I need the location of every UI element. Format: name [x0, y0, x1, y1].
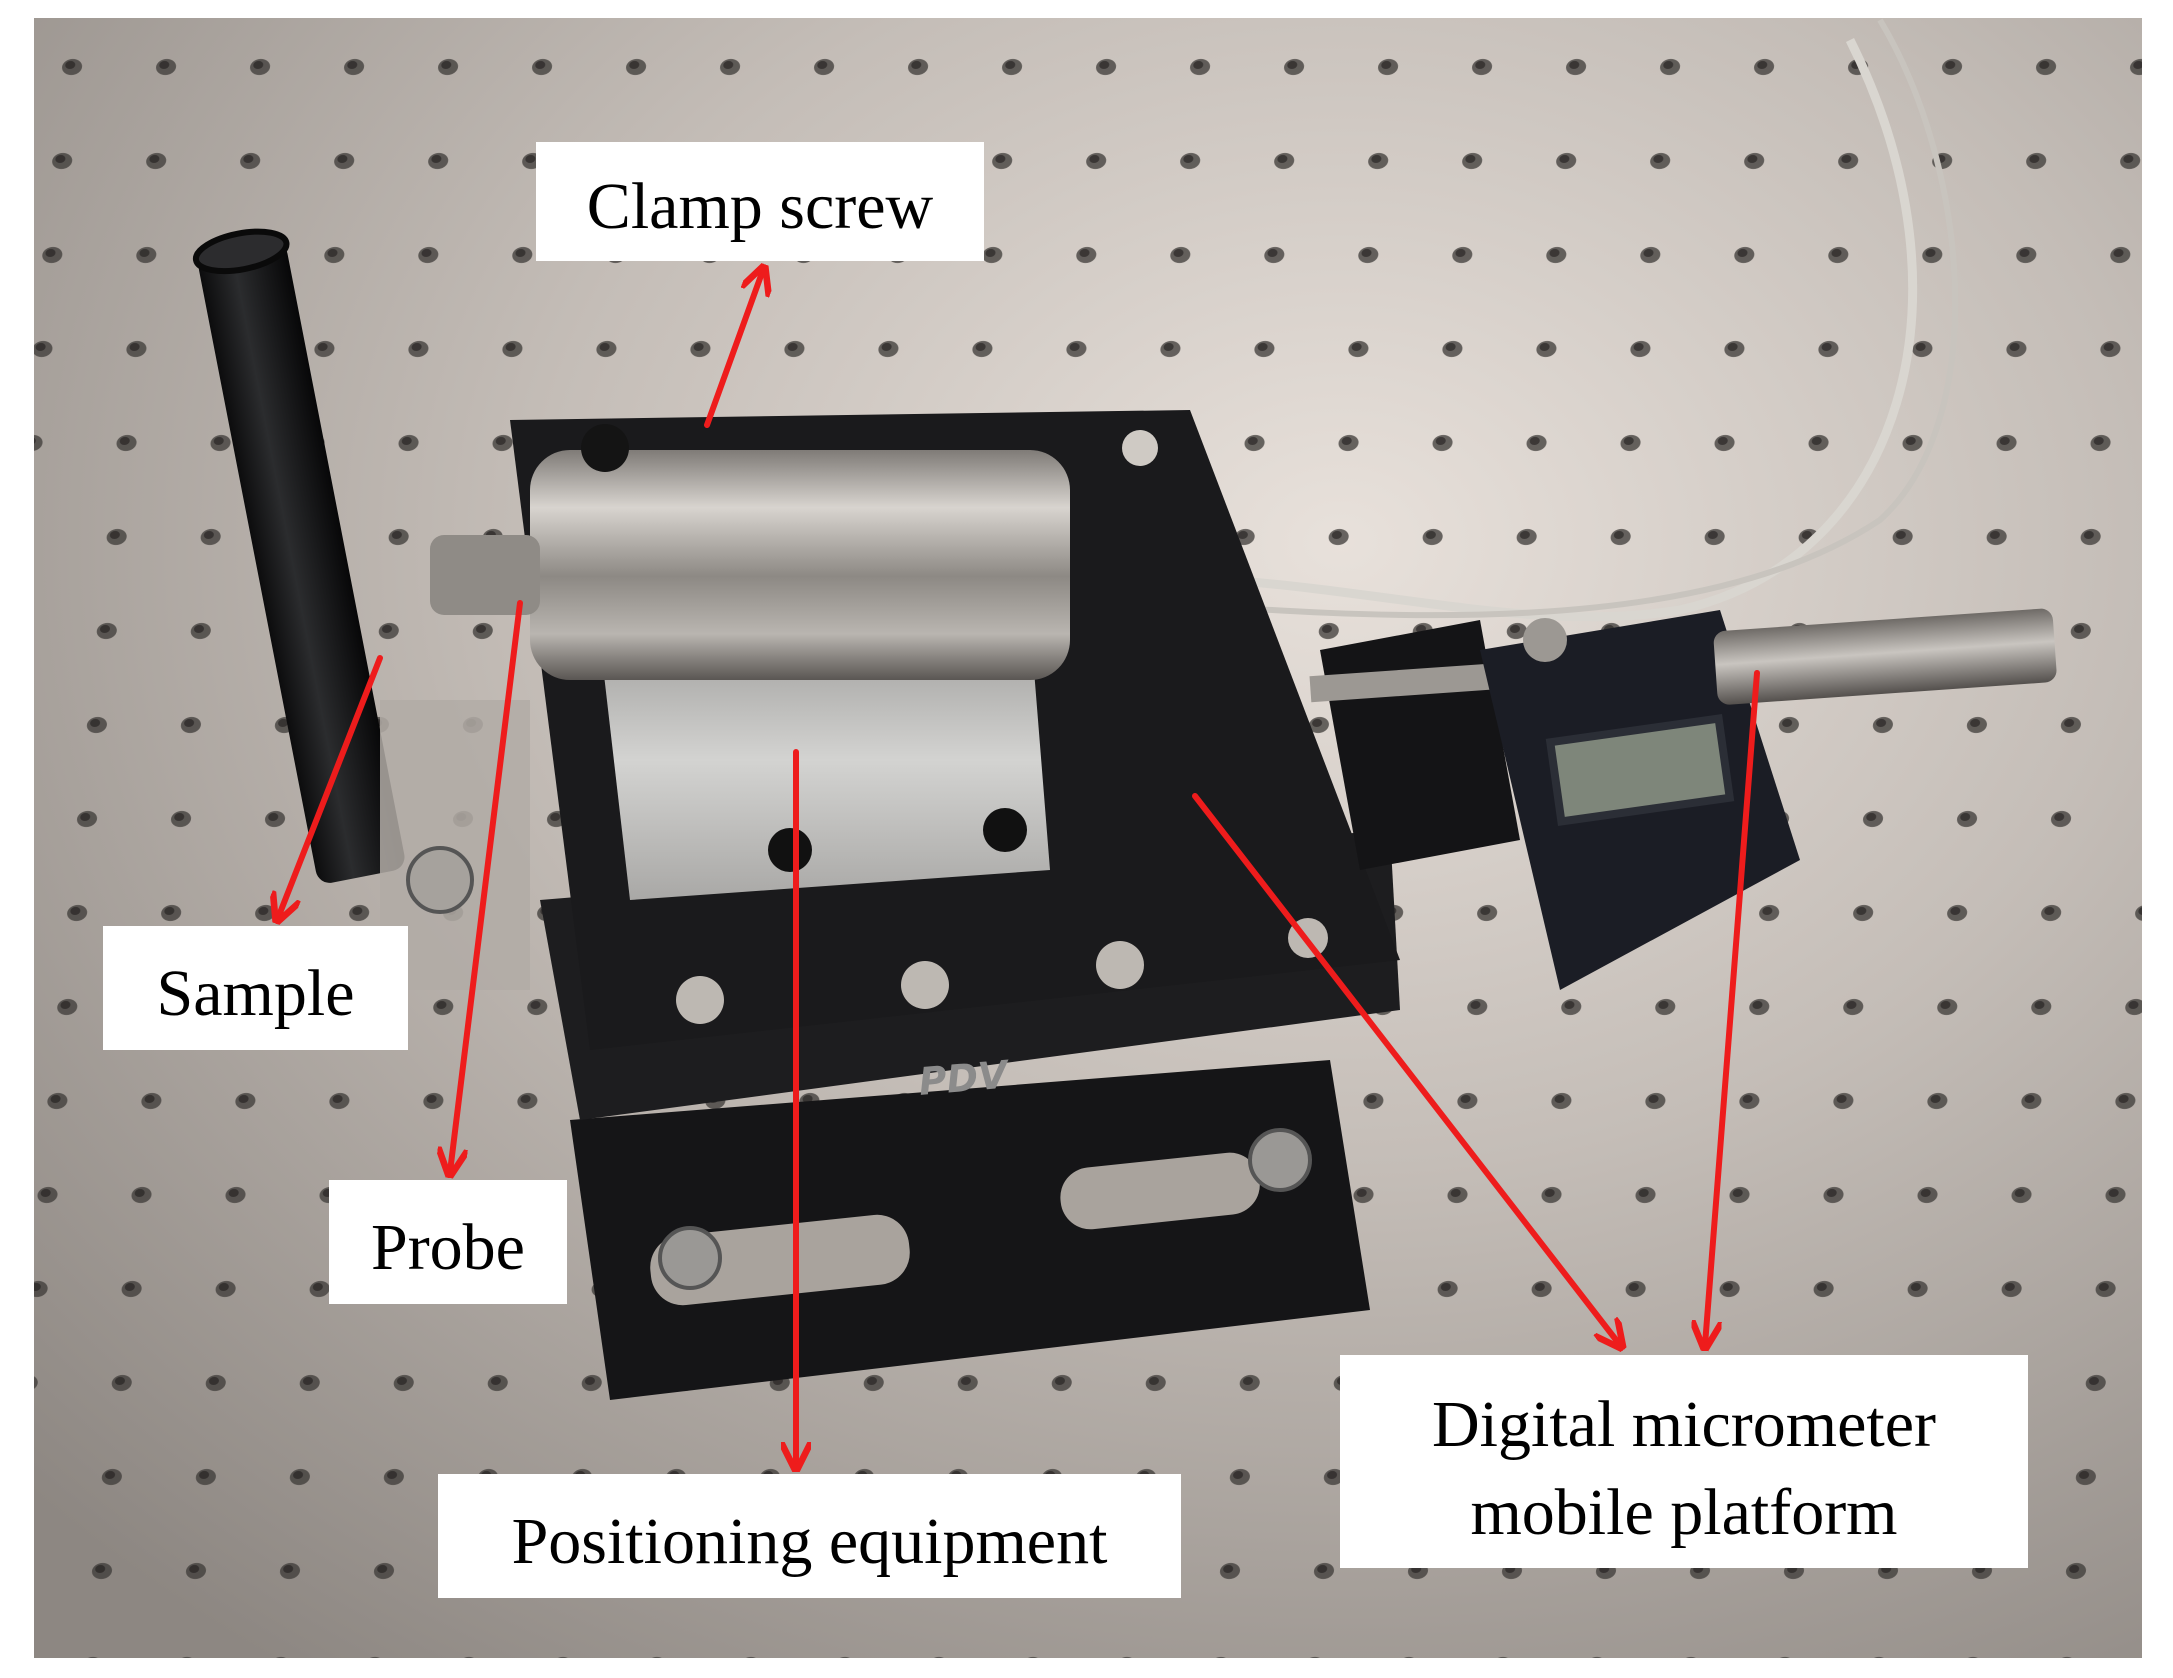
micrometer-knob [1523, 618, 1567, 662]
arrow-micrometer-platform [1192, 793, 1620, 1345]
plate-screw-4 [1096, 941, 1144, 989]
arrow-micrometer [1705, 670, 1760, 1345]
base-screw-2 [1248, 1128, 1312, 1192]
aluminium-saddle [600, 620, 1050, 900]
base-slot-left [650, 1214, 910, 1306]
probe-cable-2 [1129, 18, 1959, 619]
label-positioning-equipment: Positioning equipment [438, 1474, 1181, 1598]
micrometer-thimble [1713, 608, 2057, 705]
label-digital-micrometer: Digital micrometer mobile platform [1340, 1355, 2028, 1568]
base-plate [570, 1060, 1370, 1400]
clamp-screw-head [581, 424, 629, 472]
micrometer-display [1545, 714, 1735, 826]
sample-base-screw [406, 846, 474, 914]
label-micrometer-line1: Digital micrometer [1432, 1388, 1936, 1461]
probe-cable [1059, 37, 1917, 622]
label-clamp-screw-text: Clamp screw [586, 170, 934, 243]
plate-screw-2 [676, 976, 724, 1024]
arrow-probe [450, 600, 523, 1172]
base-slot-right [1060, 1152, 1260, 1230]
clamp-cylinder [530, 450, 1070, 680]
probe-tip [430, 535, 540, 615]
label-sample-text: Sample [156, 957, 355, 1030]
label-probe: Probe [329, 1180, 567, 1304]
label-probe-text: Probe [371, 1211, 525, 1284]
stage-logo: PDV [917, 1052, 1012, 1104]
saddle-screw-2 [983, 808, 1027, 852]
plate-screw-3 [901, 961, 949, 1009]
label-sample: Sample [103, 926, 408, 1050]
plate-screw-1 [1122, 430, 1158, 466]
label-micrometer-line2: mobile platform [1470, 1476, 1898, 1549]
arrow-sample [278, 655, 383, 918]
label-positioning-equipment-text: Positioning equipment [511, 1505, 1108, 1578]
saddle-screw-1 [768, 828, 812, 872]
base-screw-1 [658, 1226, 722, 1290]
label-clamp-screw: Clamp screw [536, 142, 984, 261]
arrow-clamp-screw [704, 270, 763, 428]
annotation-arrows [278, 270, 1760, 1466]
